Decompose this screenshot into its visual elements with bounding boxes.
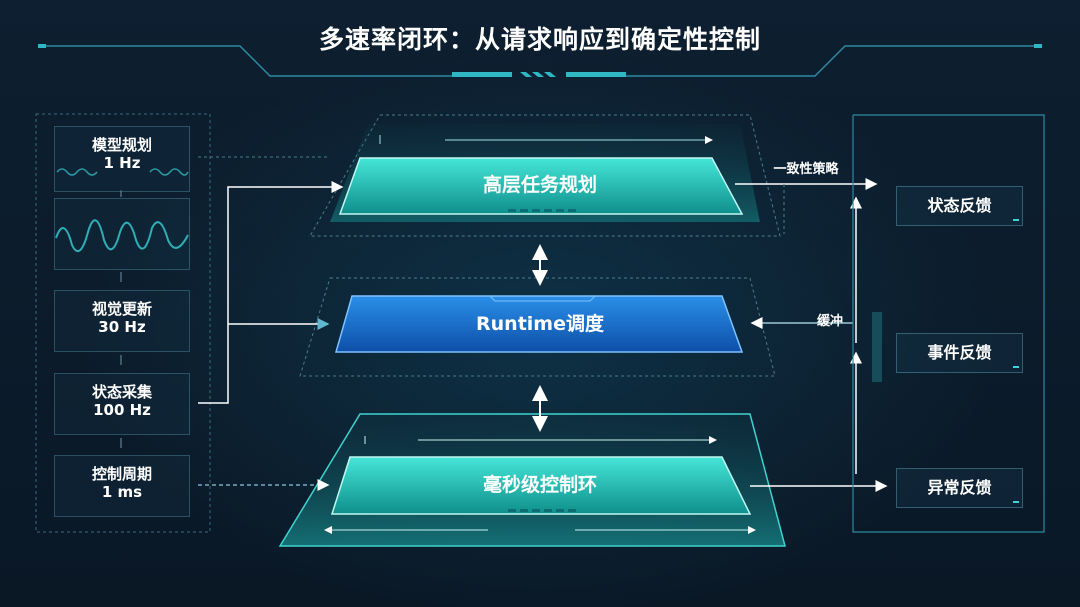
layer-top-bar bbox=[338, 157, 744, 215]
layer-bottom-label: 毫秒级控制环 bbox=[482, 474, 597, 496]
header-dashes bbox=[38, 44, 1042, 77]
event-feedback-box: 事件反馈 bbox=[896, 333, 1023, 373]
policy-edge-label: 一致性策略 bbox=[773, 162, 839, 177]
event-feedback-label: 事件反馈 bbox=[927, 343, 992, 363]
box-vision-update: 视觉更新 30 Hz bbox=[54, 290, 190, 352]
waveform-small bbox=[56, 168, 189, 176]
error-feedback-box: 异常反馈 bbox=[896, 468, 1023, 508]
box-model-planning: 模型规划 1 Hz bbox=[54, 126, 190, 192]
layer-top-stripes bbox=[508, 209, 576, 212]
header-frame bbox=[40, 45, 1040, 77]
right-connectors bbox=[735, 114, 1045, 533]
vision-update-rate: 30 Hz bbox=[98, 318, 146, 336]
buffer-edge-label: 缓冲 bbox=[816, 314, 843, 329]
state-feedback-box: 状态反馈 bbox=[896, 186, 1023, 226]
plate-top-outline bbox=[309, 114, 781, 237]
waveform-large bbox=[55, 219, 189, 253]
box-control-cycle: 控制周期 1 ms bbox=[54, 455, 190, 517]
right-glow bbox=[872, 312, 882, 382]
model-planning-rate: 1 Hz bbox=[103, 154, 141, 172]
error-feedback-label: 异常反馈 bbox=[927, 478, 992, 498]
layer-mid-notch bbox=[489, 295, 596, 302]
layer-mid-label: Runtime调度 bbox=[476, 313, 604, 335]
layer-top-label: 高层任务规划 bbox=[482, 174, 597, 196]
layer-mid-bar bbox=[335, 295, 744, 353]
state-collect-rate: 100 Hz bbox=[93, 401, 151, 419]
control-cycle-label: 控制周期 bbox=[91, 465, 152, 483]
state-collect-label: 状态采集 bbox=[91, 383, 152, 401]
left-panel-border bbox=[35, 113, 211, 533]
page-title: 多速率闭环：从请求响应到确定性控制 bbox=[318, 25, 761, 54]
layer-bottom-bar bbox=[330, 456, 752, 515]
state-feedback-label: 状态反馈 bbox=[927, 196, 992, 216]
box-state-collect: 状态采集 100 Hz bbox=[54, 373, 190, 435]
model-planning-label: 模型规划 bbox=[91, 136, 152, 154]
box-waveform bbox=[54, 198, 190, 270]
layer-bottom-stripes bbox=[508, 509, 576, 512]
left-connectors bbox=[198, 156, 344, 491]
vision-update-label: 视觉更新 bbox=[91, 300, 152, 318]
control-cycle-rate: 1 ms bbox=[101, 483, 143, 501]
